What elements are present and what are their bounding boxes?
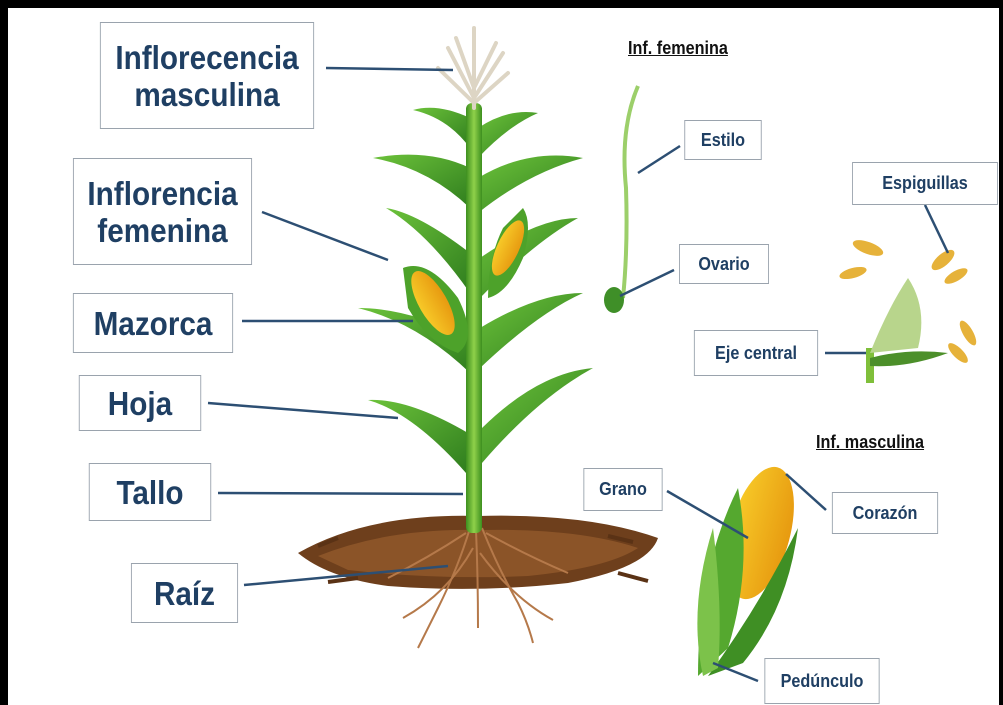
label-eje-central: Eje central xyxy=(694,330,818,376)
label-inflorencia-femenina: Inflorencia femenina xyxy=(73,158,252,265)
label-pedunculo: Pedúnculo xyxy=(764,658,879,704)
heading-inf-femenina: Inf. femenina xyxy=(628,38,728,59)
label-raiz: Raíz xyxy=(131,563,238,623)
stem xyxy=(466,103,482,533)
style-ovary-drawing xyxy=(604,86,638,313)
tassel xyxy=(438,28,508,108)
label-tallo: Tallo xyxy=(89,463,211,521)
label-estilo: Estilo xyxy=(684,120,761,160)
label-mazorca: Mazorca xyxy=(73,293,233,353)
diagram-frame: Inflorecencia masculina Inflorencia feme… xyxy=(8,8,999,705)
label-ovario: Ovario xyxy=(679,244,769,284)
label-hoja: Hoja xyxy=(79,375,201,431)
spikelets-drawing xyxy=(838,237,979,383)
label-grano: Grano xyxy=(583,468,662,511)
label-espiguillas: Espiguillas xyxy=(852,162,998,205)
heading-inf-masculina: Inf. masculina xyxy=(816,432,924,453)
label-corazon: Corazón xyxy=(832,492,938,534)
big-ear-drawing xyxy=(697,460,806,676)
label-inflorecencia-masculina: Inflorecencia masculina xyxy=(100,22,314,129)
